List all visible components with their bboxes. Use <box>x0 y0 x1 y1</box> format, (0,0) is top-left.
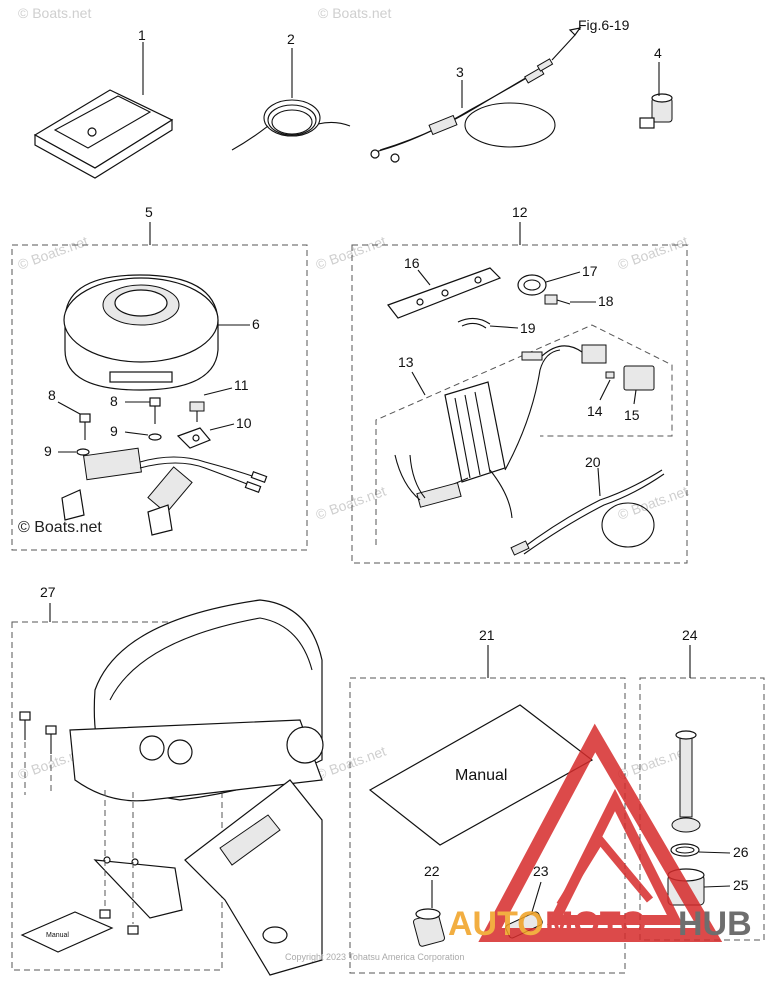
callout-27: 27 <box>40 584 56 600</box>
callout-22: 22 <box>424 863 440 879</box>
part-19-clip: 19 <box>457 317 536 336</box>
callout-6: 6 <box>252 316 260 332</box>
part-14-fuse: 14 <box>587 371 615 419</box>
part-3-wire-harness: Fig.6-19 3 <box>370 17 630 163</box>
watermark-boats-3: © Boats.net <box>16 233 91 273</box>
callout-21: 21 <box>479 627 495 643</box>
part-2-wire-coil: 2 <box>231 31 351 151</box>
callout-14: 14 <box>587 403 603 419</box>
watermark-boats-9: © Boats.net <box>314 743 389 783</box>
logo-text-moto: MOTO <box>545 905 646 943</box>
callout-10: 10 <box>236 415 252 431</box>
part-16-bracket: 16 <box>387 255 502 319</box>
logo-text-auto: AUTO <box>448 905 544 943</box>
callout-8a: 8 <box>48 387 56 403</box>
part-17-clamp: 17 <box>517 263 598 296</box>
part-15-fuse-holder: 15 <box>623 365 655 423</box>
watermark-boats-10: © Boats.net <box>616 743 691 783</box>
group-21-manual-kit: 21 Manual 22 23 <box>349 627 626 974</box>
fasteners <box>19 711 139 935</box>
part-22-plug: 22 <box>412 863 446 947</box>
callout-24: 24 <box>682 627 698 643</box>
part-26-o-ring: 26 <box>670 843 749 860</box>
part-20-cable: 20 <box>510 454 665 556</box>
group-12-regulator-kit: 12 16 17 18 19 <box>351 204 688 564</box>
callout-20: 20 <box>585 454 601 470</box>
manual-label: Manual <box>455 767 507 784</box>
callout-4: 4 <box>654 45 662 61</box>
part-7-pulser-coils <box>61 447 268 536</box>
engine-cover-body <box>69 599 324 976</box>
watermark-boats-dark: © Boats.net <box>18 519 102 536</box>
callout-1: 1 <box>138 27 146 43</box>
callout-9a: 9 <box>44 443 52 459</box>
watermark-boats-4: © Boats.net <box>314 233 389 273</box>
group-27-engine-cover: 27 Manu <box>11 584 324 976</box>
callout-11: 11 <box>234 377 249 393</box>
watermark-boats-5: © Boats.net <box>616 233 691 273</box>
part-11-bolt: 11 <box>189 377 249 422</box>
connector-harness <box>521 344 607 364</box>
watermark-boats-1: © Boats.net <box>18 5 91 21</box>
part-8-screw-left: 8 <box>48 387 91 440</box>
callout-26: 26 <box>733 844 749 860</box>
callout-9b: 9 <box>110 423 118 439</box>
watermark-boats-6: © Boats.net <box>314 483 389 523</box>
part-24-tube <box>671 730 701 833</box>
group-5-magneto: 5 6 8 9 8 <box>11 204 308 551</box>
callout-8b: 8 <box>110 393 118 409</box>
callout-23: 23 <box>533 863 549 879</box>
part-8-screw-right: 8 <box>110 393 161 424</box>
callout-3: 3 <box>456 64 464 80</box>
copyright-notice: Copyright 2023 Tohatsu America Corporati… <box>285 952 464 962</box>
callout-19: 19 <box>520 320 536 336</box>
part-6-flywheel: 6 <box>63 274 260 391</box>
part-18-screw: 18 <box>544 293 614 309</box>
automotohub-logo: AUTO MOTO HUB <box>448 723 752 943</box>
group-24-drain-fitting: 24 26 25 <box>639 627 765 941</box>
logo-text-hub: HUB <box>678 905 752 943</box>
callout-18: 18 <box>598 293 614 309</box>
figure-ref: Fig.6-19 <box>578 17 630 33</box>
callout-17: 17 <box>582 263 598 279</box>
part-9-washer-left: 9 <box>44 443 90 459</box>
callout-13: 13 <box>398 354 414 370</box>
callout-2: 2 <box>287 31 295 47</box>
watermark-boats-2: © Boats.net <box>318 5 391 21</box>
part-13-regulator: 13 <box>394 349 561 519</box>
callout-12: 12 <box>512 204 528 220</box>
part-4-fitting: 4 <box>639 45 673 129</box>
callout-25: 25 <box>733 877 749 893</box>
part-10-clamp: 10 <box>176 415 252 449</box>
manual-small-label: Manual <box>46 932 69 939</box>
small-manual: Manual <box>20 911 114 953</box>
part-1-tool-pouch: 1 <box>33 27 174 179</box>
owners-manual: Manual <box>368 704 594 846</box>
part-9-washer-right: 9 <box>110 423 162 441</box>
callout-5: 5 <box>145 204 153 220</box>
callout-15: 15 <box>624 407 640 423</box>
callout-16: 16 <box>404 255 420 271</box>
